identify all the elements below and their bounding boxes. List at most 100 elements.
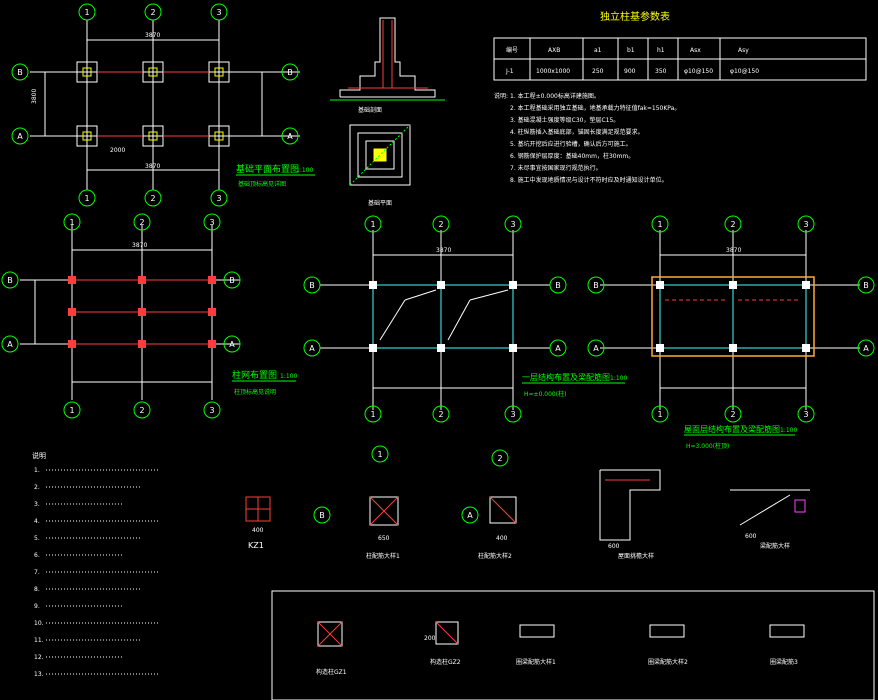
flp-grid-2-bottom-circle	[432, 405, 450, 423]
roof-plan	[600, 230, 860, 410]
bottom-detail-beam1	[519, 624, 555, 638]
detail-eave	[599, 469, 661, 541]
flp-grid-2-bottom: 2	[438, 410, 443, 419]
detail-beam	[730, 489, 810, 526]
rp-grid-1-bottom-circle	[651, 405, 669, 423]
detail-kz1-name: KZ1	[248, 541, 264, 550]
roof-plan-dim: 3870	[726, 247, 741, 254]
flp-grid-B-left-circle	[303, 276, 321, 294]
table-cell-3: 900	[624, 68, 636, 75]
bottom-detail-name-0: 构造柱GZ1	[316, 668, 347, 676]
roof-plan-elev: H=3.000(柱顶)	[686, 442, 729, 450]
column-plan-title: 柱网布置图	[232, 369, 277, 381]
notes-right-item-5: 6. 钢筋保护层厚度：基础40mm，柱30mm。	[510, 152, 634, 160]
fp-dim-mid: 2000	[110, 147, 125, 154]
flp-grid-A-left-circle	[303, 339, 321, 357]
fp-grid-A-left-circle	[11, 127, 29, 145]
detail-grid-b: B	[319, 511, 325, 520]
flp-grid-1-bottom: 1	[370, 410, 375, 419]
roof-plan-scale: 1:100	[780, 427, 797, 434]
notes-left-item: 4.	[34, 518, 40, 525]
fp-grid-3-bottom: 3	[216, 194, 221, 203]
detail-eave-dim: 600	[608, 543, 620, 550]
column-plan-dim: 3870	[132, 242, 147, 249]
flp-grid-B-right: B	[555, 281, 561, 290]
detail-grid-b-circle	[313, 506, 331, 524]
foundation-plan-scale: 1:100	[296, 167, 313, 174]
floor-plan-scale: 1:100	[610, 375, 627, 382]
notes-left-item: 2.	[34, 484, 40, 491]
bottom-detail-gz2	[435, 621, 459, 645]
detail-kz1-dim: 400	[252, 527, 264, 534]
notes-left-item: 6.	[34, 552, 40, 559]
table-cell-6: φ10@150	[730, 68, 759, 75]
rp-grid-3-bottom-circle	[797, 405, 815, 423]
detail-grid-2: 2	[497, 454, 502, 463]
fp-grid-1-bottom-circle	[78, 189, 96, 207]
fp-grid-A-right-circle	[281, 127, 299, 145]
flp-grid-B-right-circle	[549, 276, 567, 294]
detail-beam-name: 梁配筋大样	[760, 542, 790, 550]
rp-grid-2-top-circle	[724, 215, 742, 233]
fp-dim-top: 3870	[145, 32, 160, 39]
cp-grid-1-top: 1	[69, 218, 74, 227]
cp-grid-A-left: A	[7, 340, 13, 349]
notes-left-item: 12.	[34, 654, 44, 661]
flp-grid-3-top: 3	[510, 220, 515, 229]
roof-plan-title: 屋面层结构布置及梁配筋图	[684, 424, 780, 434]
bottom-detail-name-1: 构造柱GZ2	[430, 658, 461, 666]
cp-grid-3-bottom: 3	[209, 406, 214, 415]
table-header-6: Asy	[738, 47, 749, 54]
fp-grid-B-left-circle	[11, 63, 29, 81]
cp-grid-2-bottom: 2	[139, 406, 144, 415]
notes-right-item-4: 5. 基坑开挖后应进行验槽，确认后方可施工。	[510, 140, 632, 148]
rp-grid-3-bottom: 3	[803, 410, 808, 419]
fp-grid-2-top: 2	[150, 8, 155, 17]
notes-left-list: 1.2.3.4.5.6.7.8.9.10.11.12.13.	[34, 467, 160, 678]
table-header-2: a1	[594, 47, 602, 54]
table-header-0: 编号	[506, 46, 518, 54]
column-plan-note: 柱顶标高见说明	[234, 388, 276, 396]
table-cell-1: 1000x1000	[536, 68, 570, 75]
fp-grid-2-bottom-circle	[144, 189, 162, 207]
cp-grid-B-left: B	[7, 276, 13, 285]
fp-dim-bottom: 3870	[145, 163, 160, 170]
cp-grid-2-top-circle	[133, 213, 151, 231]
floor-plan	[320, 230, 550, 410]
fp-grid-2-bottom: 2	[150, 194, 155, 203]
detail-grid-2-circle	[491, 449, 509, 467]
notes-right-item-3: 4. 柱纵筋插入基础底部，锚固长度满足规范要求。	[510, 128, 644, 136]
rp-grid-1-top: 1	[657, 220, 662, 229]
fp-grid-1-top: 1	[84, 8, 89, 17]
notes-left-item: 3.	[34, 501, 40, 508]
detail-grid-1: 1	[377, 450, 382, 459]
notes-right-item-2: 3. 基础混凝土强度等级C30，垫层C15。	[510, 116, 619, 124]
flp-grid-A-left: A	[309, 344, 315, 353]
detail-kz1	[245, 496, 271, 522]
footing-table	[493, 37, 867, 81]
flp-grid-1-bottom-circle	[364, 405, 382, 423]
footing-section-label: 基础剖面	[358, 106, 382, 114]
detail-eave-name: 屋面挑檐大样	[618, 552, 654, 560]
detail-col2-dim: 400	[496, 535, 508, 542]
fp-grid-1-top-circle	[78, 3, 96, 21]
detail-beam-dim: 600	[745, 533, 757, 540]
detail-grid-a-circle	[461, 506, 479, 524]
bottom-detail-name-2: 圈梁配筋大样1	[516, 658, 556, 666]
notes-right-item-0: 1. 本工程±0.000标高详建施图。	[510, 92, 600, 100]
notes-left-item: 11.	[34, 637, 44, 644]
rp-grid-B-right: B	[863, 281, 869, 290]
bottom-detail-name-3: 圈梁配筋大样2	[648, 658, 688, 666]
notes-right-label: 说明:	[494, 92, 508, 100]
footing-plan-label: 基础平面	[368, 199, 392, 207]
bottom-detail-name-4: 圈梁配筋3	[770, 658, 798, 666]
notes-left-label: 说明	[32, 451, 46, 460]
rp-grid-1-bottom: 1	[657, 410, 662, 419]
detail-col1	[369, 496, 399, 526]
flp-grid-2-top: 2	[438, 220, 443, 229]
flp-grid-3-top-circle	[504, 215, 522, 233]
notes-left-item: 8.	[34, 586, 40, 593]
fp-dim-left: 3800	[31, 89, 38, 104]
fp-grid-1-bottom: 1	[84, 194, 89, 203]
